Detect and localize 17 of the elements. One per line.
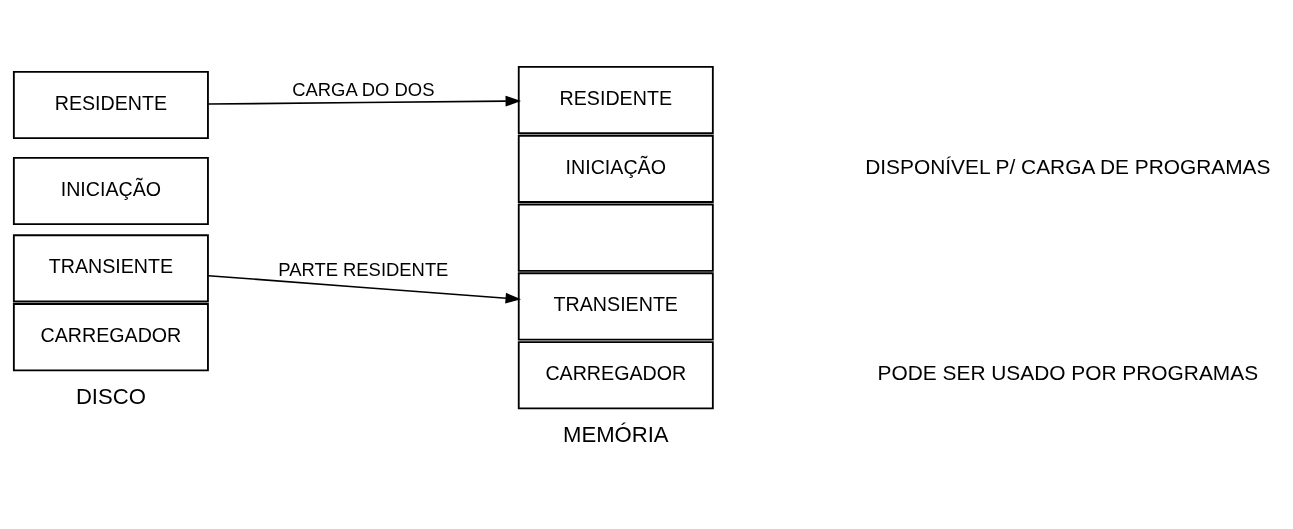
node-box: RESIDENTE (12, 70, 209, 139)
arrow (207, 274, 522, 304)
edge-label: CARGA DO DOS (292, 78, 435, 100)
node-box: CARREGADOR (12, 302, 209, 371)
label: PODE SER USADO POR PROGRAMAS (877, 360, 1259, 384)
label: MEMÓRIA (562, 421, 669, 447)
arrow (207, 95, 522, 107)
node-box: INICIAÇÃO (517, 134, 714, 203)
node-box: RESIDENTE (517, 65, 714, 134)
node-box: TRANSIENTE (517, 271, 714, 341)
node-box (517, 203, 714, 272)
node-box: TRANSIENTE (12, 233, 209, 302)
node-box: CARREGADOR (517, 340, 714, 409)
node-box: INICIAÇÃO (12, 156, 209, 225)
edge-label: PARTE RESIDENTE (278, 258, 449, 280)
label: DISPONÍVEL P/ CARGA DE PROGRAMAS (865, 154, 1271, 178)
label: DISCO (75, 383, 146, 409)
